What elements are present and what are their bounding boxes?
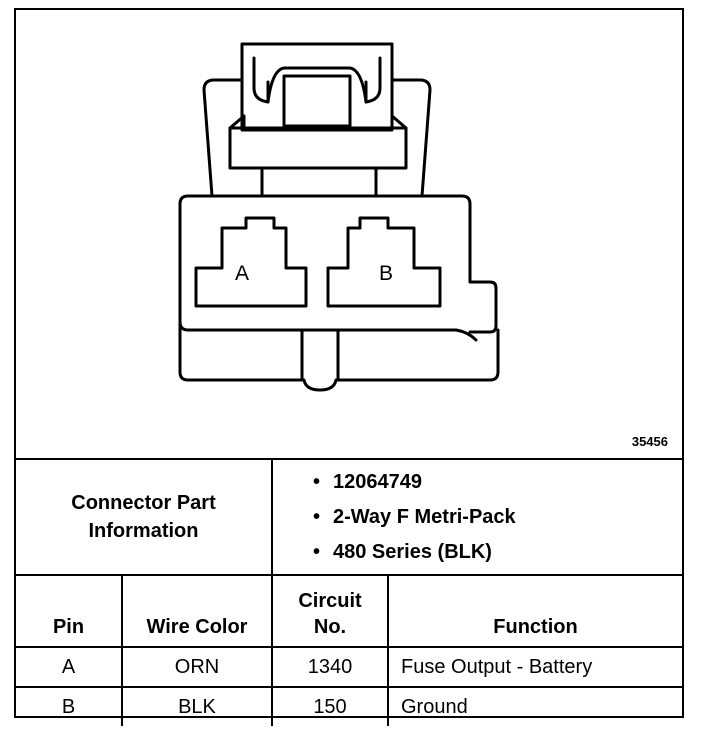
part-series: 480 Series (BLK) [333, 540, 492, 563]
column-header-circuit-line2: No. [313, 616, 347, 638]
part-item: • 12064749 [313, 465, 682, 500]
connector-front-housing [178, 194, 500, 392]
diagram-frame: A B 35456 Connector Part Information • 12… [14, 8, 684, 726]
pin-cell: A [16, 646, 123, 688]
part-number: 12064749 [333, 470, 422, 493]
figure-number: 35456 [631, 434, 668, 449]
circuit-cell: 150 [271, 686, 389, 726]
circuit-cell: 1340 [271, 646, 389, 688]
part-type: 2-Way F Metri-Pack [333, 505, 516, 528]
connector-part-label: Connector Part Information [16, 460, 273, 576]
wire-color-cell: BLK [121, 686, 273, 726]
wire-color-cell: ORN [121, 646, 273, 688]
connector-rear-shell [202, 78, 432, 198]
column-header-pin: Pin [16, 574, 123, 648]
column-header-circuit: Circuit No. [271, 574, 389, 648]
bullet-icon: • [313, 540, 321, 563]
table-row: B BLK 150 Ground [16, 686, 682, 726]
column-header-circuit-line1: Circuit [298, 590, 362, 612]
connector-part-row: Connector Part Information • 12064749 • 2-… [16, 460, 682, 576]
connector-latch [240, 42, 394, 132]
bullet-icon: • [313, 505, 321, 528]
pin-cell: B [16, 686, 123, 726]
cavity-a-label: A [235, 262, 249, 285]
connector-illustration-area: A B 35456 [16, 10, 682, 460]
cavity-b-outline [326, 216, 442, 308]
column-header-wire-color: Wire Color [121, 574, 273, 648]
column-header-function: Function [387, 574, 682, 648]
cavity-b-label: B [379, 262, 393, 285]
connector-part-label-line2: Information [88, 520, 199, 542]
bullet-icon: • [313, 470, 321, 493]
function-cell: Ground [387, 686, 682, 726]
connector-part-details: • 12064749 • 2-Way F Metri-Pack • 480 Serie… [271, 460, 682, 576]
column-header-row: Pin Wire Color Circuit No. Function [16, 574, 682, 648]
table-row: A ORN 1340 Fuse Output - Battery [16, 646, 682, 688]
part-item: • 2-Way F Metri-Pack [313, 500, 682, 535]
function-cell: Fuse Output - Battery [387, 646, 682, 688]
connector-drawing: A B [178, 42, 500, 392]
connector-info-table: Connector Part Information • 12064749 • 2-… [16, 460, 682, 726]
cavity-a-outline [194, 216, 308, 308]
connector-part-label-line1: Connector Part [71, 492, 216, 514]
part-item: • 480 Series (BLK) [313, 535, 682, 570]
